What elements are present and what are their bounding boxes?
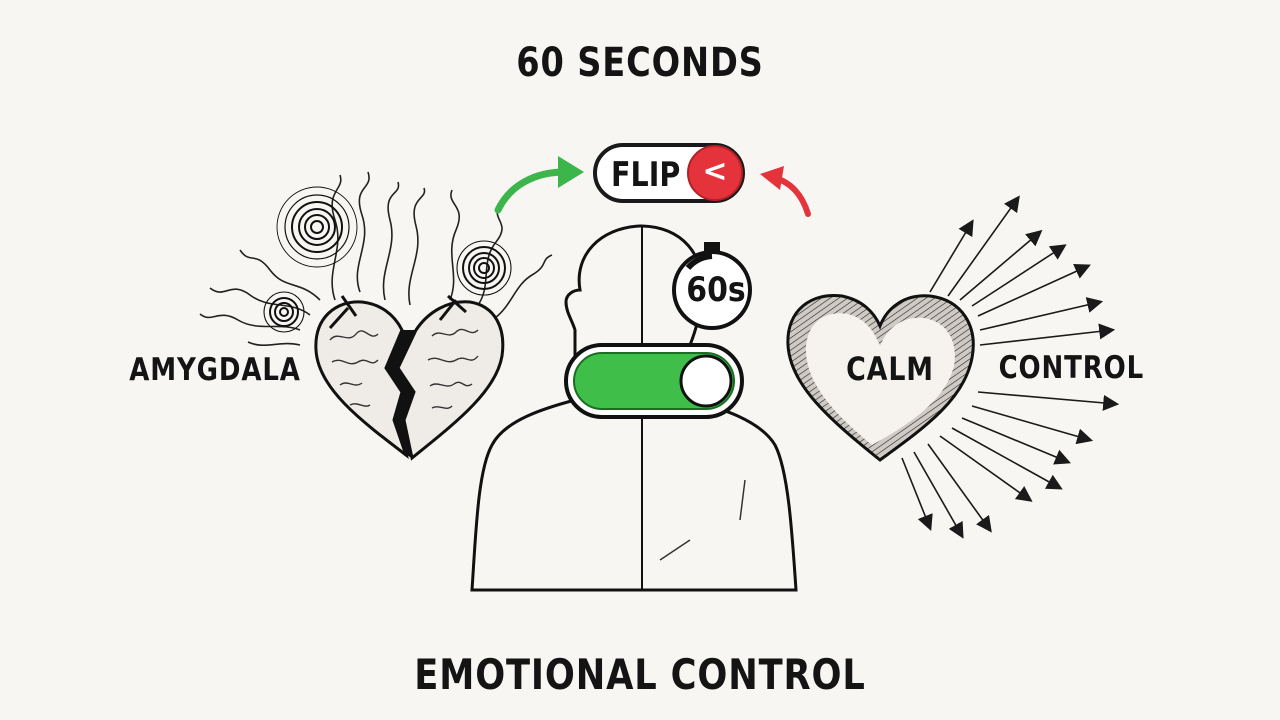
timer-label: 60s — [686, 270, 746, 310]
broken-heart-icon — [199, 171, 553, 461]
green-arrow-icon — [494, 156, 584, 214]
spiral-icon — [263, 291, 305, 333]
toggle-switch-icon — [564, 343, 744, 419]
page-title: 60 SECONDS — [516, 40, 764, 86]
spiral-icon — [276, 186, 358, 268]
footer-title: EMOTIONAL CONTROL — [414, 650, 866, 699]
flip-switch[interactable]: FLIP < — [593, 143, 745, 203]
control-label: CONTROL — [998, 350, 1145, 386]
red-arrow-icon — [760, 166, 811, 217]
stopwatch-icon — [672, 242, 752, 330]
amygdala-label: AMYGDALA — [129, 352, 301, 388]
calm-label: CALM — [846, 350, 934, 388]
flip-knob-icon[interactable]: < — [687, 145, 743, 201]
calm-heart-icon — [786, 195, 1120, 539]
flip-label: FLIP — [611, 155, 681, 195]
spiral-icon — [456, 240, 512, 296]
